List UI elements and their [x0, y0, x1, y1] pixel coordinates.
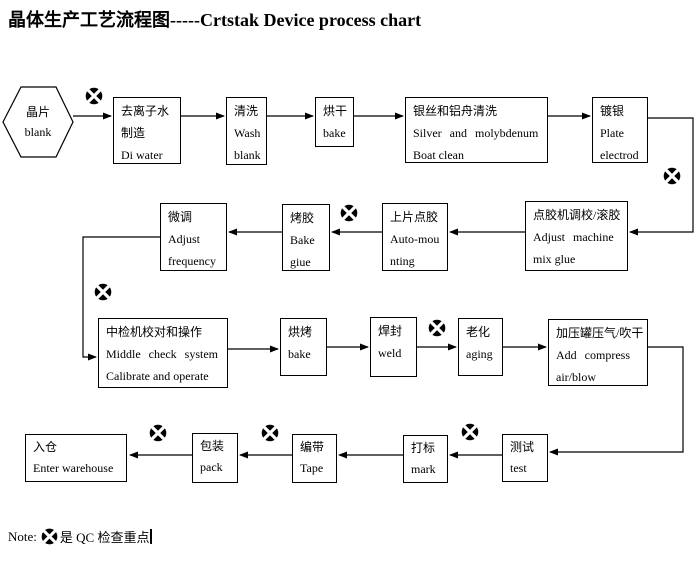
node-plate-electrod[interactable]: 镀银 Plate electrod — [592, 97, 648, 163]
node-line: Plate — [600, 126, 624, 140]
node-line: blank — [234, 148, 261, 162]
connector — [549, 346, 684, 456]
qc-check-icon — [41, 528, 58, 545]
node-blank[interactable]: 晶片 blank — [3, 87, 73, 157]
node-line: blank — [24, 125, 52, 139]
node-line: Calibrate and operate — [106, 369, 209, 383]
node-line: 镀银 — [600, 104, 625, 118]
node-weld[interactable]: 焊封 weld — [370, 317, 417, 377]
node-line: Enter warehouse — [33, 461, 114, 475]
node-middle-check[interactable]: 中检机校对和操作 Middle check system Calibrate a… — [98, 318, 228, 388]
node-line: Wash — [234, 126, 261, 140]
node-bake-glue[interactable]: 烤胶 Bake giue — [282, 204, 330, 271]
node-line: Di water — [121, 148, 163, 162]
node-line: 晶片 — [25, 105, 50, 119]
node-line: Adjust machine — [533, 230, 614, 244]
node-line: 包装 — [200, 439, 225, 453]
node-line: 焊封 — [378, 324, 403, 338]
node-line: 微调 — [168, 210, 193, 224]
node-mark[interactable]: 打标 mark — [403, 435, 448, 483]
node-line: 测试 — [510, 440, 535, 454]
node-line: pack — [200, 460, 223, 474]
qc-check-icon[interactable] — [85, 87, 103, 105]
node-line: Adjust — [168, 232, 201, 246]
qc-check-icon[interactable] — [461, 423, 479, 441]
node-line: 上片点胶 — [390, 210, 439, 224]
node-aging[interactable]: 老化 aging — [458, 318, 503, 376]
connector — [82, 236, 160, 361]
node-bake-dry[interactable]: 烘干 bake — [315, 97, 354, 147]
node-tape[interactable]: 编带 Tape — [292, 434, 337, 483]
node-line: Tape — [300, 461, 324, 475]
node-line: bake — [323, 126, 346, 140]
node-glue-machine[interactable]: 点胶机调校/滚胶 Adjust machine mix glue — [525, 201, 628, 271]
node-line: 银丝和铝舟清洗 — [413, 104, 498, 118]
qc-check-icon[interactable] — [94, 283, 112, 301]
node-di-water[interactable]: 去离子水 制造 Di water — [113, 97, 181, 164]
node-line: Bake — [290, 233, 315, 247]
page-title: 晶体生产工艺流程图-----Crtstak Device process cha… — [8, 10, 422, 30]
node-line: bake — [288, 347, 311, 361]
node-line: 烤胶 — [290, 211, 315, 225]
node-line: mark — [411, 462, 436, 476]
hexagon-shape[interactable] — [2, 86, 74, 158]
qc-check-icon[interactable] — [261, 424, 279, 442]
node-line: 中检机校对和操作 — [106, 325, 203, 339]
node-line: 清洗 — [234, 104, 259, 118]
node-line: Silver and molybdenum — [413, 126, 539, 140]
node-test[interactable]: 测试 test — [502, 434, 548, 482]
node-line: mix glue — [533, 252, 576, 266]
node-line: 去离子水 — [121, 104, 170, 118]
node-auto-mounting[interactable]: 上片点胶 Auto-mou nting — [382, 203, 448, 271]
node-line: Add compress — [556, 348, 630, 362]
node-pack[interactable]: 包装 pack — [192, 433, 238, 483]
node-line: 入仓 — [33, 440, 58, 454]
node-compress-air[interactable]: 加压罐压气/吹干 Add compress air/blow — [548, 319, 648, 386]
qc-check-icon[interactable] — [149, 424, 167, 442]
node-line: 老化 — [466, 325, 491, 339]
node-line: air/blow — [556, 370, 596, 384]
text-caret — [150, 529, 153, 544]
node-warehouse[interactable]: 入仓 Enter warehouse — [25, 434, 127, 482]
note-prefix: Note: — [8, 528, 37, 544]
qc-check-icon[interactable] — [428, 319, 446, 337]
node-line: 加压罐压气/吹干 — [556, 326, 644, 340]
node-line: electrod — [600, 148, 639, 162]
node-line: nting — [390, 254, 415, 268]
node-line: 制造 — [121, 126, 146, 140]
node-line: Boat clean — [413, 148, 464, 162]
node-boat-clean[interactable]: 银丝和铝舟清洗 Silver and molybdenum Boat clean — [405, 97, 548, 163]
node-line: Auto-mou — [390, 232, 440, 246]
node-line: giue — [290, 255, 311, 269]
node-line: 烘干 — [323, 104, 348, 118]
qc-check-icon[interactable] — [340, 204, 358, 222]
node-line: 编带 — [300, 440, 325, 454]
node-line: 打标 — [411, 441, 436, 455]
node-adjust-frequency[interactable]: 微调 Adjust frequency — [160, 203, 227, 271]
note-line: Note: 是 QC 检查重点 — [8, 527, 153, 546]
node-line: frequency — [168, 254, 216, 268]
node-line: aging — [466, 347, 493, 361]
node-line: test — [510, 461, 527, 475]
node-line: 点胶机调校/滚胶 — [533, 208, 621, 222]
qc-check-icon[interactable] — [663, 167, 681, 185]
node-line: 烘烤 — [288, 325, 313, 339]
node-line: weld — [378, 346, 402, 360]
node-wash[interactable]: 清洗 Wash blank — [226, 97, 267, 165]
note-text: 是 QC 检查重点 — [59, 530, 150, 545]
node-line: Middle check system — [106, 347, 218, 361]
connector — [629, 117, 694, 236]
node-bake[interactable]: 烘烤 bake — [280, 318, 327, 376]
